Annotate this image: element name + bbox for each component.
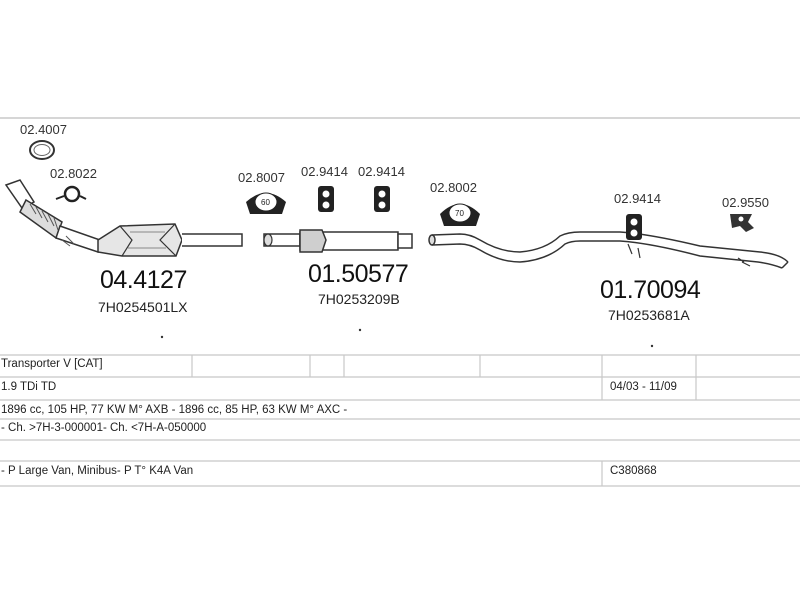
ring-size-60: 60 (261, 198, 270, 207)
part-code-6: 02.8002 (430, 180, 477, 195)
rear-exhaust-pipe (428, 231, 789, 269)
part-code-7: 02.9414 (614, 191, 661, 206)
marker-dot (358, 328, 362, 332)
marker-dot (160, 335, 164, 339)
part-code-5: 02.9414 (358, 164, 405, 179)
part-code-8: 02.9550 (722, 195, 769, 210)
part-code-3: 02.8007 (238, 170, 285, 185)
engine-details: 1896 cc, 105 HP, 77 KW M° AXB - 1896 cc,… (1, 404, 348, 416)
oem-number-3: 7H0253681A (608, 307, 690, 323)
front-flex-pipe (4, 179, 101, 253)
body-types: - P Large Van, Minibus- P T° K4A Van (1, 465, 194, 477)
rubber-hanger-icon (318, 186, 334, 212)
bracket-icon (730, 214, 754, 232)
part-number-1: 04.4127 (100, 266, 187, 294)
ring-size-70: 70 (455, 209, 464, 218)
part-code-1: 02.4007 (20, 122, 67, 137)
part-number-3: 01.70094 (600, 276, 701, 304)
oem-number-2: 7H0253209B (318, 291, 400, 307)
marker-dot (650, 344, 654, 348)
rubber-hanger-icon (374, 186, 390, 212)
ring-clamp-60-icon: 60 (246, 192, 286, 214)
gasket-ring-icon (29, 140, 55, 160)
model-name: Transporter V [CAT] (1, 358, 103, 370)
chassis-range: - Ch. >7H-3-000001- Ch. <7H-A-050000 (1, 422, 207, 434)
ring-clamp-70-icon: 70 (440, 203, 480, 226)
oem-number-1: 7H0254501LX (98, 299, 188, 315)
rubber-hanger-icon (626, 214, 642, 240)
reference-code: C380868 (610, 465, 657, 477)
table-grid (0, 354, 800, 487)
production-years: 04/03 - 11/09 (610, 381, 677, 393)
center-silencer (263, 229, 413, 253)
catalytic-converter (97, 223, 243, 257)
part-code-2: 02.8022 (50, 166, 97, 181)
part-number-2: 01.50577 (308, 260, 408, 288)
part-code-4: 02.9414 (301, 164, 348, 179)
engine-name: 1.9 TDi TD (1, 381, 57, 393)
clamp-icon (55, 185, 87, 203)
